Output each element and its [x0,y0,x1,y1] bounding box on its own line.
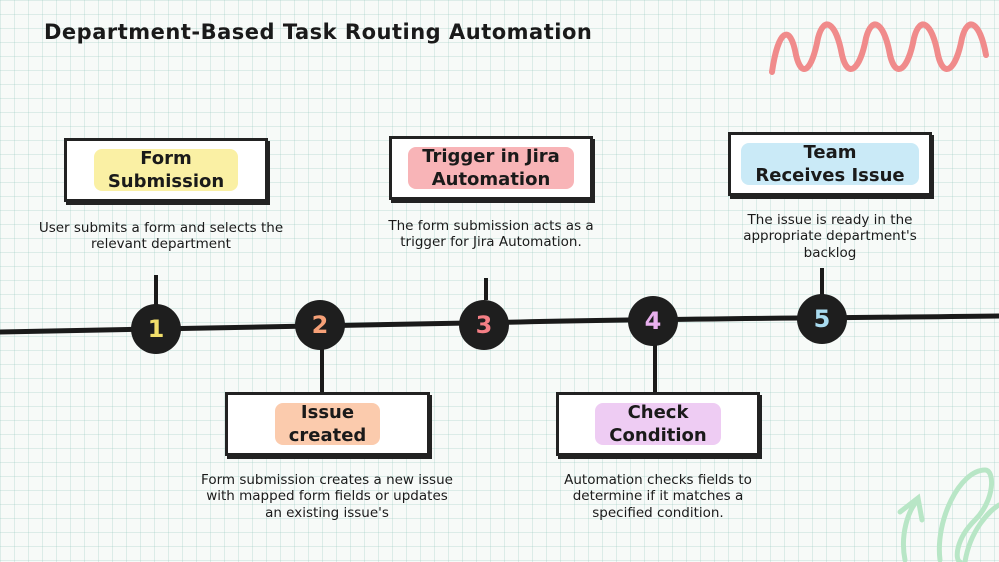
step-2-highlight [274,402,381,446]
step-4-number: 4 [644,307,662,335]
step-5-marker: 5 [797,294,847,344]
step-3-card: Trigger in Jira Automation [389,136,593,200]
step-4-description: Automation checks fields to determine if… [564,472,752,521]
step-1-highlight [93,148,239,192]
leaf-decoration [897,467,999,562]
step-1-marker: 1 [131,304,181,354]
step-5-description: The issue is ready in the appropriate de… [743,212,917,261]
step-4-marker: 4 [628,296,678,346]
step-3-title: Trigger in Jira Automation [408,145,574,192]
step-2-card: Issue created [225,392,430,456]
step-3-number: 3 [475,311,493,339]
step-1-description: User submits a form and selects the rele… [38,220,284,253]
step-5-title: Team Receives Issue [741,141,919,188]
step-1-number: 1 [147,315,165,343]
step-3-marker: 3 [459,300,509,350]
step-4-title: Check Condition [595,401,721,448]
step-2-title: Issue created [274,401,381,448]
step-2-description: Form submission creates a new issue with… [201,472,453,521]
step-2-marker: 2 [295,300,345,350]
step-3-description: The form submission acts as a trigger fo… [388,218,594,251]
page-title: Department-Based Task Routing Automation [44,20,593,44]
step-3-highlight [408,146,574,190]
step-4-card: Check Condition [556,392,760,456]
step-5-number: 5 [813,305,831,333]
step-4-highlight [595,402,721,446]
step-1-title: Form Submission [93,147,239,194]
step-5-highlight [741,142,919,186]
zigzag-decoration [769,21,989,75]
step-1-card: Form Submission [64,138,268,202]
step-5-card: Team Receives Issue [728,132,932,196]
step-2-number: 2 [311,311,329,339]
